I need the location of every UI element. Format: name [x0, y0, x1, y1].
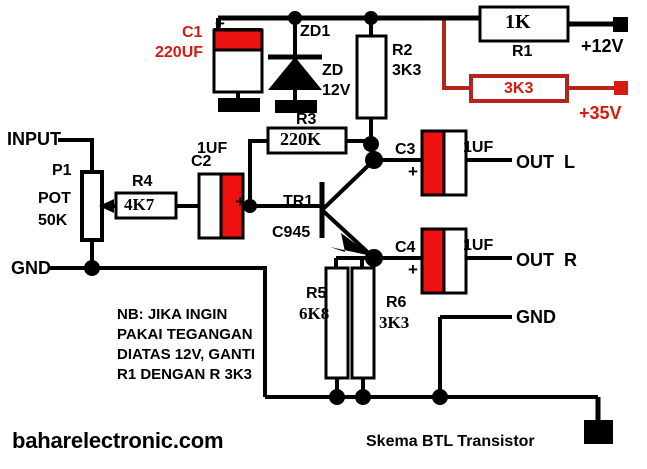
label-r4-value: 4K7 [124, 195, 155, 214]
resistor-r2-body [355, 34, 388, 120]
ground-network [50, 260, 613, 444]
ground-symbol-zd1 [275, 100, 317, 113]
ground-symbol-c1 [218, 98, 260, 112]
capacitor-c3-negative-plate [442, 129, 468, 197]
capacitor-c1-negative-plate [212, 48, 264, 94]
terminal-12v-pad [613, 17, 628, 32]
label-r3-value: 220K [280, 129, 322, 149]
label-r1-value: 1K [505, 11, 531, 33]
label-p1-type: POT [38, 190, 71, 207]
resistor-r3 [248, 126, 379, 200]
input-stage [58, 138, 199, 268]
transistor-tr1 [319, 151, 383, 267]
zener-diode-zd1 [268, 11, 322, 113]
label-c4-value: 1UF [463, 237, 494, 254]
brand-watermark: baharelectronic.com [12, 428, 224, 453]
label-c3-value: 1UF [463, 139, 494, 156]
resistor-r6-body [350, 266, 376, 380]
label-r6-ref: R6 [386, 294, 407, 311]
label-zd1-type: ZD [322, 62, 344, 79]
junction-dot [84, 260, 100, 276]
label-c1-polarity: + [215, 14, 225, 33]
alt-supply-branch [442, 18, 628, 103]
label-c2-ref: C2 [191, 153, 212, 170]
label-p1-ref: P1 [52, 162, 72, 179]
label-supply-35v: +35V [579, 103, 622, 123]
resistor-r5-body [324, 266, 350, 380]
label-r2-value: 3K3 [392, 62, 422, 79]
junction-dot [243, 199, 257, 213]
terminal-35v-pad [614, 81, 628, 95]
label-c4-ref: C4 [395, 239, 416, 256]
divider-resistors [324, 256, 376, 405]
label-c2-value: 1UF [197, 140, 228, 157]
label-r3-ref: R3 [296, 111, 317, 128]
capacitor-c2-negative-plate [197, 172, 223, 240]
label-input: INPUT [7, 129, 61, 149]
capacitor-c3-positive-plate [420, 129, 446, 197]
label-tr1-value: C945 [272, 224, 311, 241]
label-r5-ref: R5 [306, 285, 327, 302]
label-tr1-ref: TR1 [283, 193, 314, 210]
capacitor-c4-negative-plate [442, 227, 468, 295]
junction-dot [363, 136, 379, 152]
label-c3-ref: C3 [395, 141, 416, 158]
label-zd1-ref: ZD1 [300, 23, 331, 40]
label-r1-ref: R1 [512, 43, 533, 60]
label-gnd-left: GND [11, 258, 51, 278]
capacitor-c4-positive-plate [420, 227, 446, 295]
label-r4-ref: R4 [132, 173, 153, 190]
top-supply-rail [218, 5, 628, 43]
label-c4-polarity: + [408, 260, 418, 279]
capacitor-c2 [197, 172, 322, 240]
junction-dot [432, 389, 448, 405]
diode-triangle [268, 57, 322, 90]
capacitor-c3 [374, 129, 512, 197]
diagram-title: Skema BTL Transistor [366, 433, 535, 450]
capacitor-c4 [374, 227, 512, 295]
label-out-right: OUT R [516, 250, 577, 270]
label-supply-12v: +12V [581, 36, 624, 56]
label-c1-ref: C1 [182, 24, 203, 41]
label-r1-alt-value: 3K3 [504, 80, 534, 97]
label-r6-value: 3K3 [379, 313, 410, 332]
label-r2-ref: R2 [392, 42, 413, 59]
potentiometer-wiper-arrow [99, 199, 114, 213]
label-out-left: OUT L [516, 152, 575, 172]
label-c2-polarity: + [235, 192, 245, 211]
label-zd1-voltage: 12V [322, 82, 351, 99]
label-c1-value: 220UF [155, 44, 204, 61]
emitter-arrow [330, 233, 372, 256]
ground-pad [584, 420, 613, 444]
resistor-r2 [355, 11, 388, 144]
label-c3-polarity: + [408, 162, 418, 181]
label-gnd-right: GND [516, 307, 556, 327]
label-r5-value: 6K8 [299, 304, 330, 323]
label-p1-value: 50K [38, 212, 68, 229]
note-text: NB: JIKA INGIN PAKAI TEGANGAN DIATAS 12V… [117, 306, 256, 383]
capacitor-c1 [212, 18, 264, 112]
